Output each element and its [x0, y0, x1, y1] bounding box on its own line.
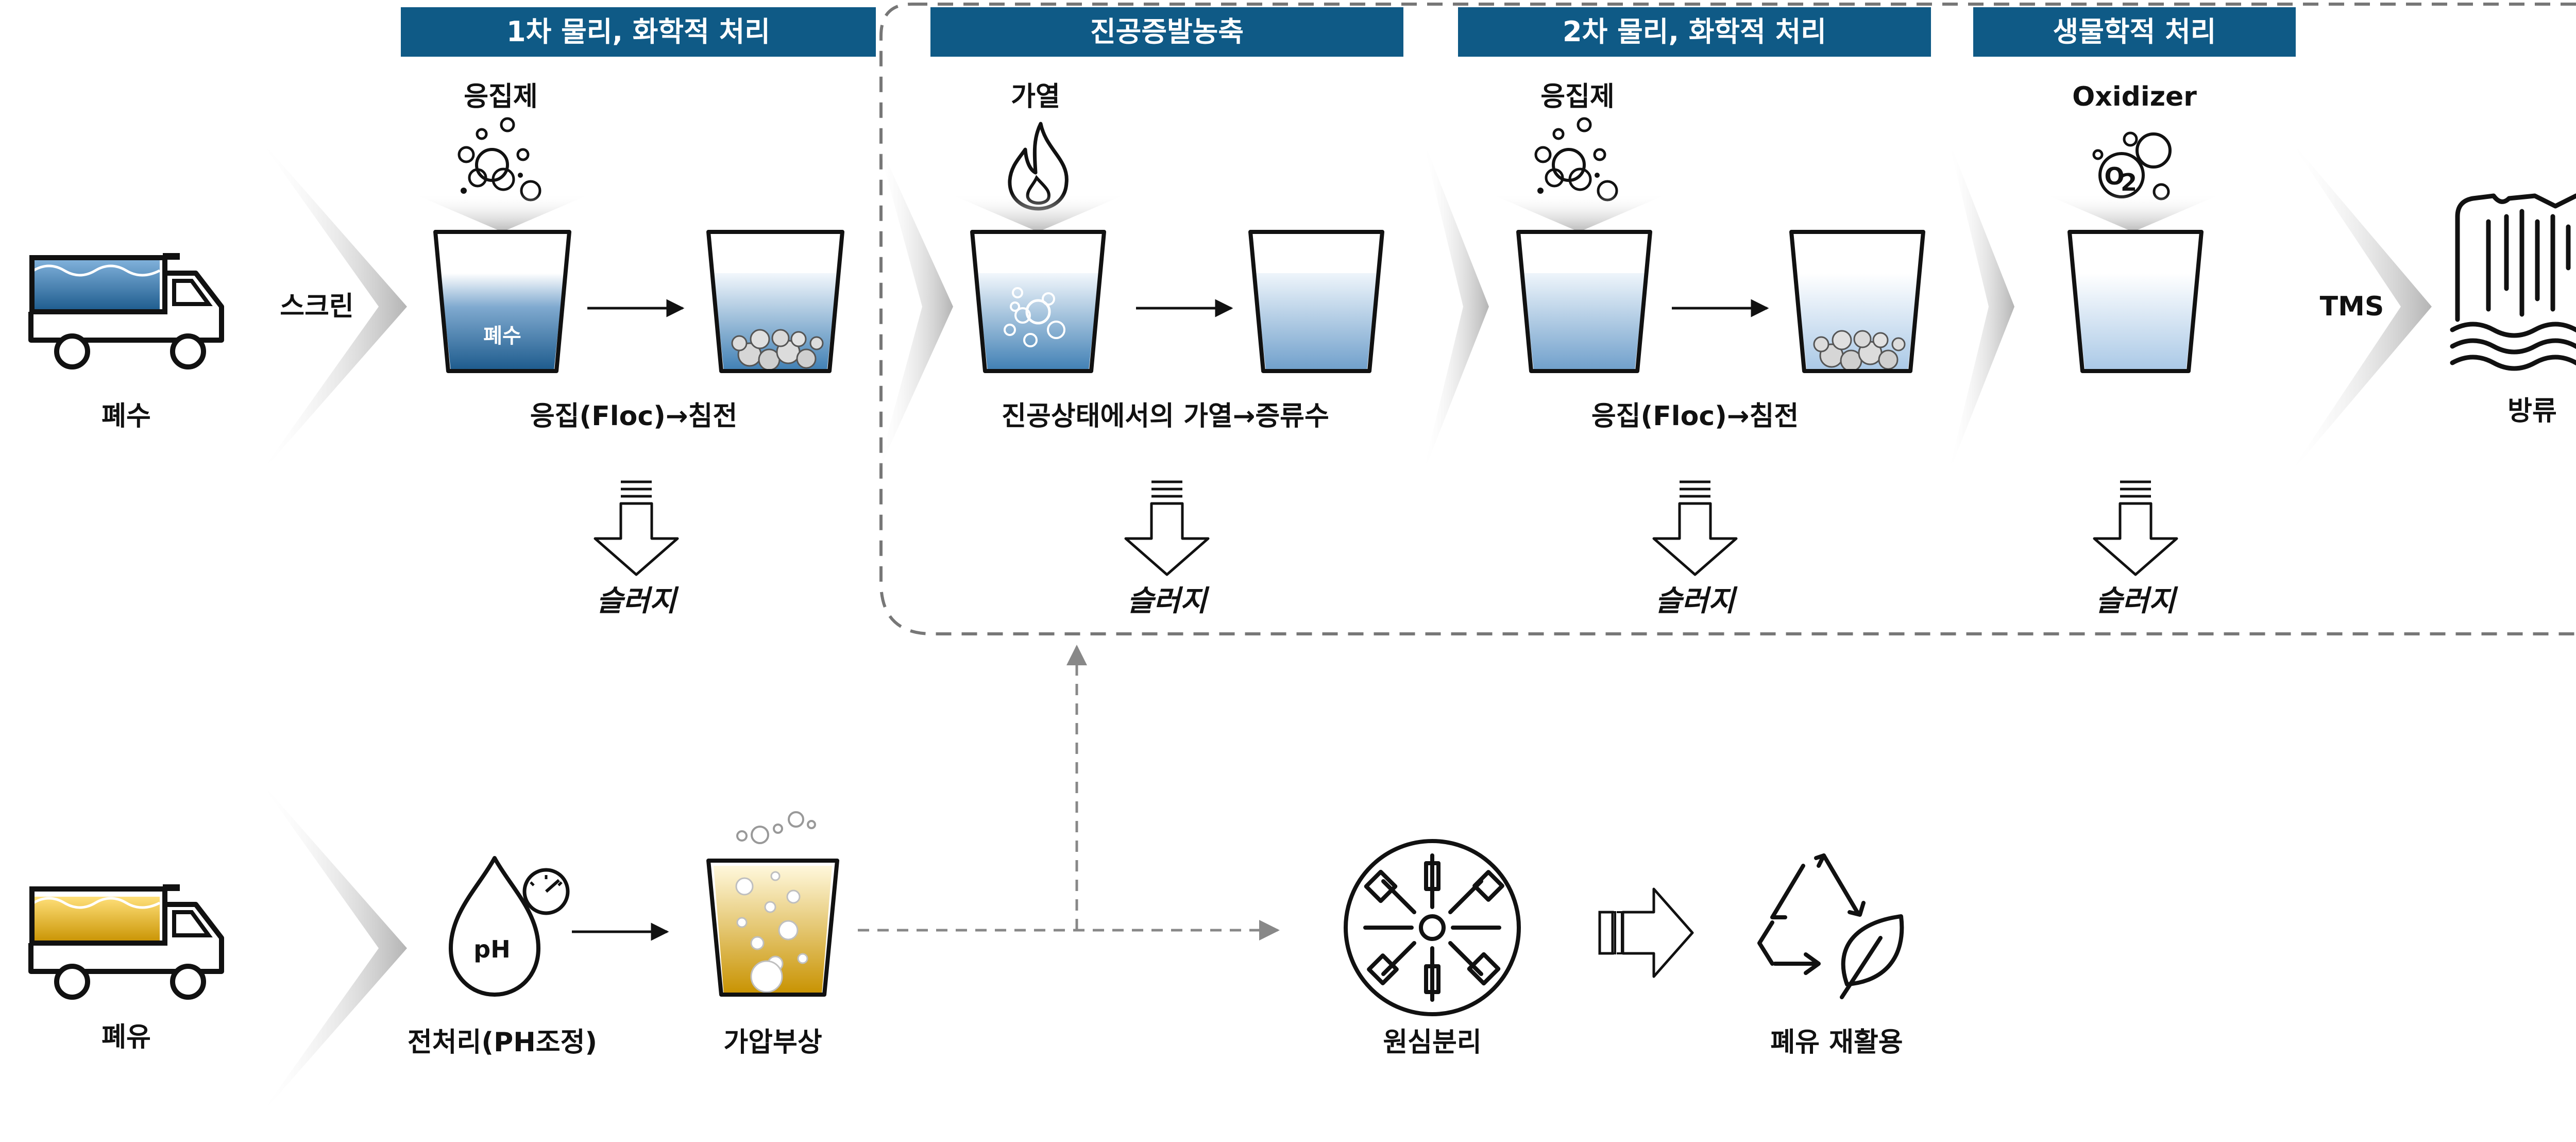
- svg-text:생물학적 처리: 생물학적 처리: [2053, 15, 2216, 48]
- oxidizer-funnel: [2043, 193, 2223, 232]
- label-floc-2: 응집(Floc)→침전: [1591, 401, 1799, 432]
- label-oxidizer: Oxidizer: [2072, 81, 2197, 112]
- rising-bubbles-icon: [736, 811, 816, 844]
- svg-text:O: O: [2104, 162, 2124, 190]
- waterfall-icon: [2450, 193, 2576, 371]
- dashed-group-box: [879, 3, 2576, 635]
- label-floc-1: 응집(Floc)→침전: [530, 401, 737, 432]
- tank-sedimentation-2: [1789, 230, 1925, 373]
- stage-header-4: 생물학적 처리: [1973, 7, 2296, 57]
- heat-funnel: [948, 193, 1128, 232]
- tank-second-coagulation: [1516, 230, 1652, 373]
- sludge-arrow-icon-1: [595, 482, 677, 575]
- svg-text:폐수: 폐수: [483, 324, 521, 348]
- tank-vacuum-evaporator: [970, 230, 1106, 373]
- stage-header-3: 2차 물리, 화학적 처리: [1458, 7, 1931, 57]
- label-vacuum-description: 진공상태에서의 가열→증류수: [1002, 401, 1329, 432]
- tank-biological: [2067, 230, 2204, 373]
- coagulant-bubbles-icon-2: [1536, 119, 1617, 200]
- chevron-bottom-1: [258, 778, 407, 1118]
- label-wastewater: 폐수: [101, 401, 151, 432]
- chevron-top-2: [876, 137, 953, 477]
- ph-gauge-icon: pH: [449, 856, 570, 997]
- stage-header-1: 1차 물리, 화학적 처리: [401, 7, 876, 57]
- tank-sedimentation-1: [706, 230, 844, 373]
- label-flotation: 가압부상: [723, 1027, 822, 1058]
- water-truck-icon: [28, 253, 224, 370]
- label-centrifuge: 원심분리: [1383, 1027, 1481, 1058]
- label-coagulant-1: 응집제: [464, 81, 538, 112]
- sludge-arrow-icon-3: [1654, 482, 1736, 575]
- tank-distilled-water: [1248, 230, 1384, 373]
- dosing-funnel-2: [1489, 193, 1669, 232]
- oxygen-bubbles-icon: O 2: [2092, 131, 2172, 200]
- label-coagulant-2: 응집제: [1540, 81, 1615, 112]
- label-screen: 스크린: [280, 291, 354, 322]
- label-sludge-4: 슬러지: [2096, 584, 2178, 618]
- oil-truck-icon: [28, 884, 224, 1000]
- recycle-leaf-icon: [1757, 853, 1904, 999]
- block-arrow-icon: [1598, 887, 1694, 978]
- svg-text:1차 물리, 화학적 처리: 1차 물리, 화학적 처리: [506, 15, 770, 48]
- chevron-top-3: [1422, 137, 1489, 477]
- label-sludge-2: 슬러지: [1127, 584, 1210, 618]
- svg-text:진공증발농축: 진공증발농축: [1090, 15, 1244, 48]
- coagulant-bubbles-icon: [459, 119, 540, 200]
- tank-pressure-flotation: [706, 859, 839, 997]
- chevron-top-4: [1947, 137, 2014, 477]
- label-waste-oil: 폐유: [101, 1022, 151, 1053]
- stage-header-2: 진공증발농축: [930, 7, 1403, 57]
- label-sludge-3: 슬러지: [1655, 584, 1738, 618]
- label-pretreatment: 전처리(PH조정): [408, 1027, 597, 1058]
- label-discharge: 방류: [2507, 396, 2557, 427]
- label-tms: TMS: [2320, 291, 2384, 322]
- label-heating: 가열: [1011, 81, 1060, 112]
- tank-wastewater: 폐수: [433, 230, 571, 373]
- label-sludge-1: 슬러지: [597, 584, 679, 618]
- centrifuge-icon: [1344, 839, 1521, 1016]
- sludge-arrow-icon-4: [2094, 482, 2177, 575]
- dosing-funnel: [412, 193, 592, 232]
- chevron-top-5: [2287, 137, 2432, 477]
- svg-text:pH: pH: [473, 935, 510, 963]
- svg-text:2차 물리, 화학적 처리: 2차 물리, 화학적 처리: [1563, 15, 1826, 48]
- label-oil-recycling: 폐유 재활용: [1770, 1027, 1903, 1058]
- sludge-arrow-icon-2: [1126, 482, 1208, 575]
- svg-text:2: 2: [2121, 169, 2137, 196]
